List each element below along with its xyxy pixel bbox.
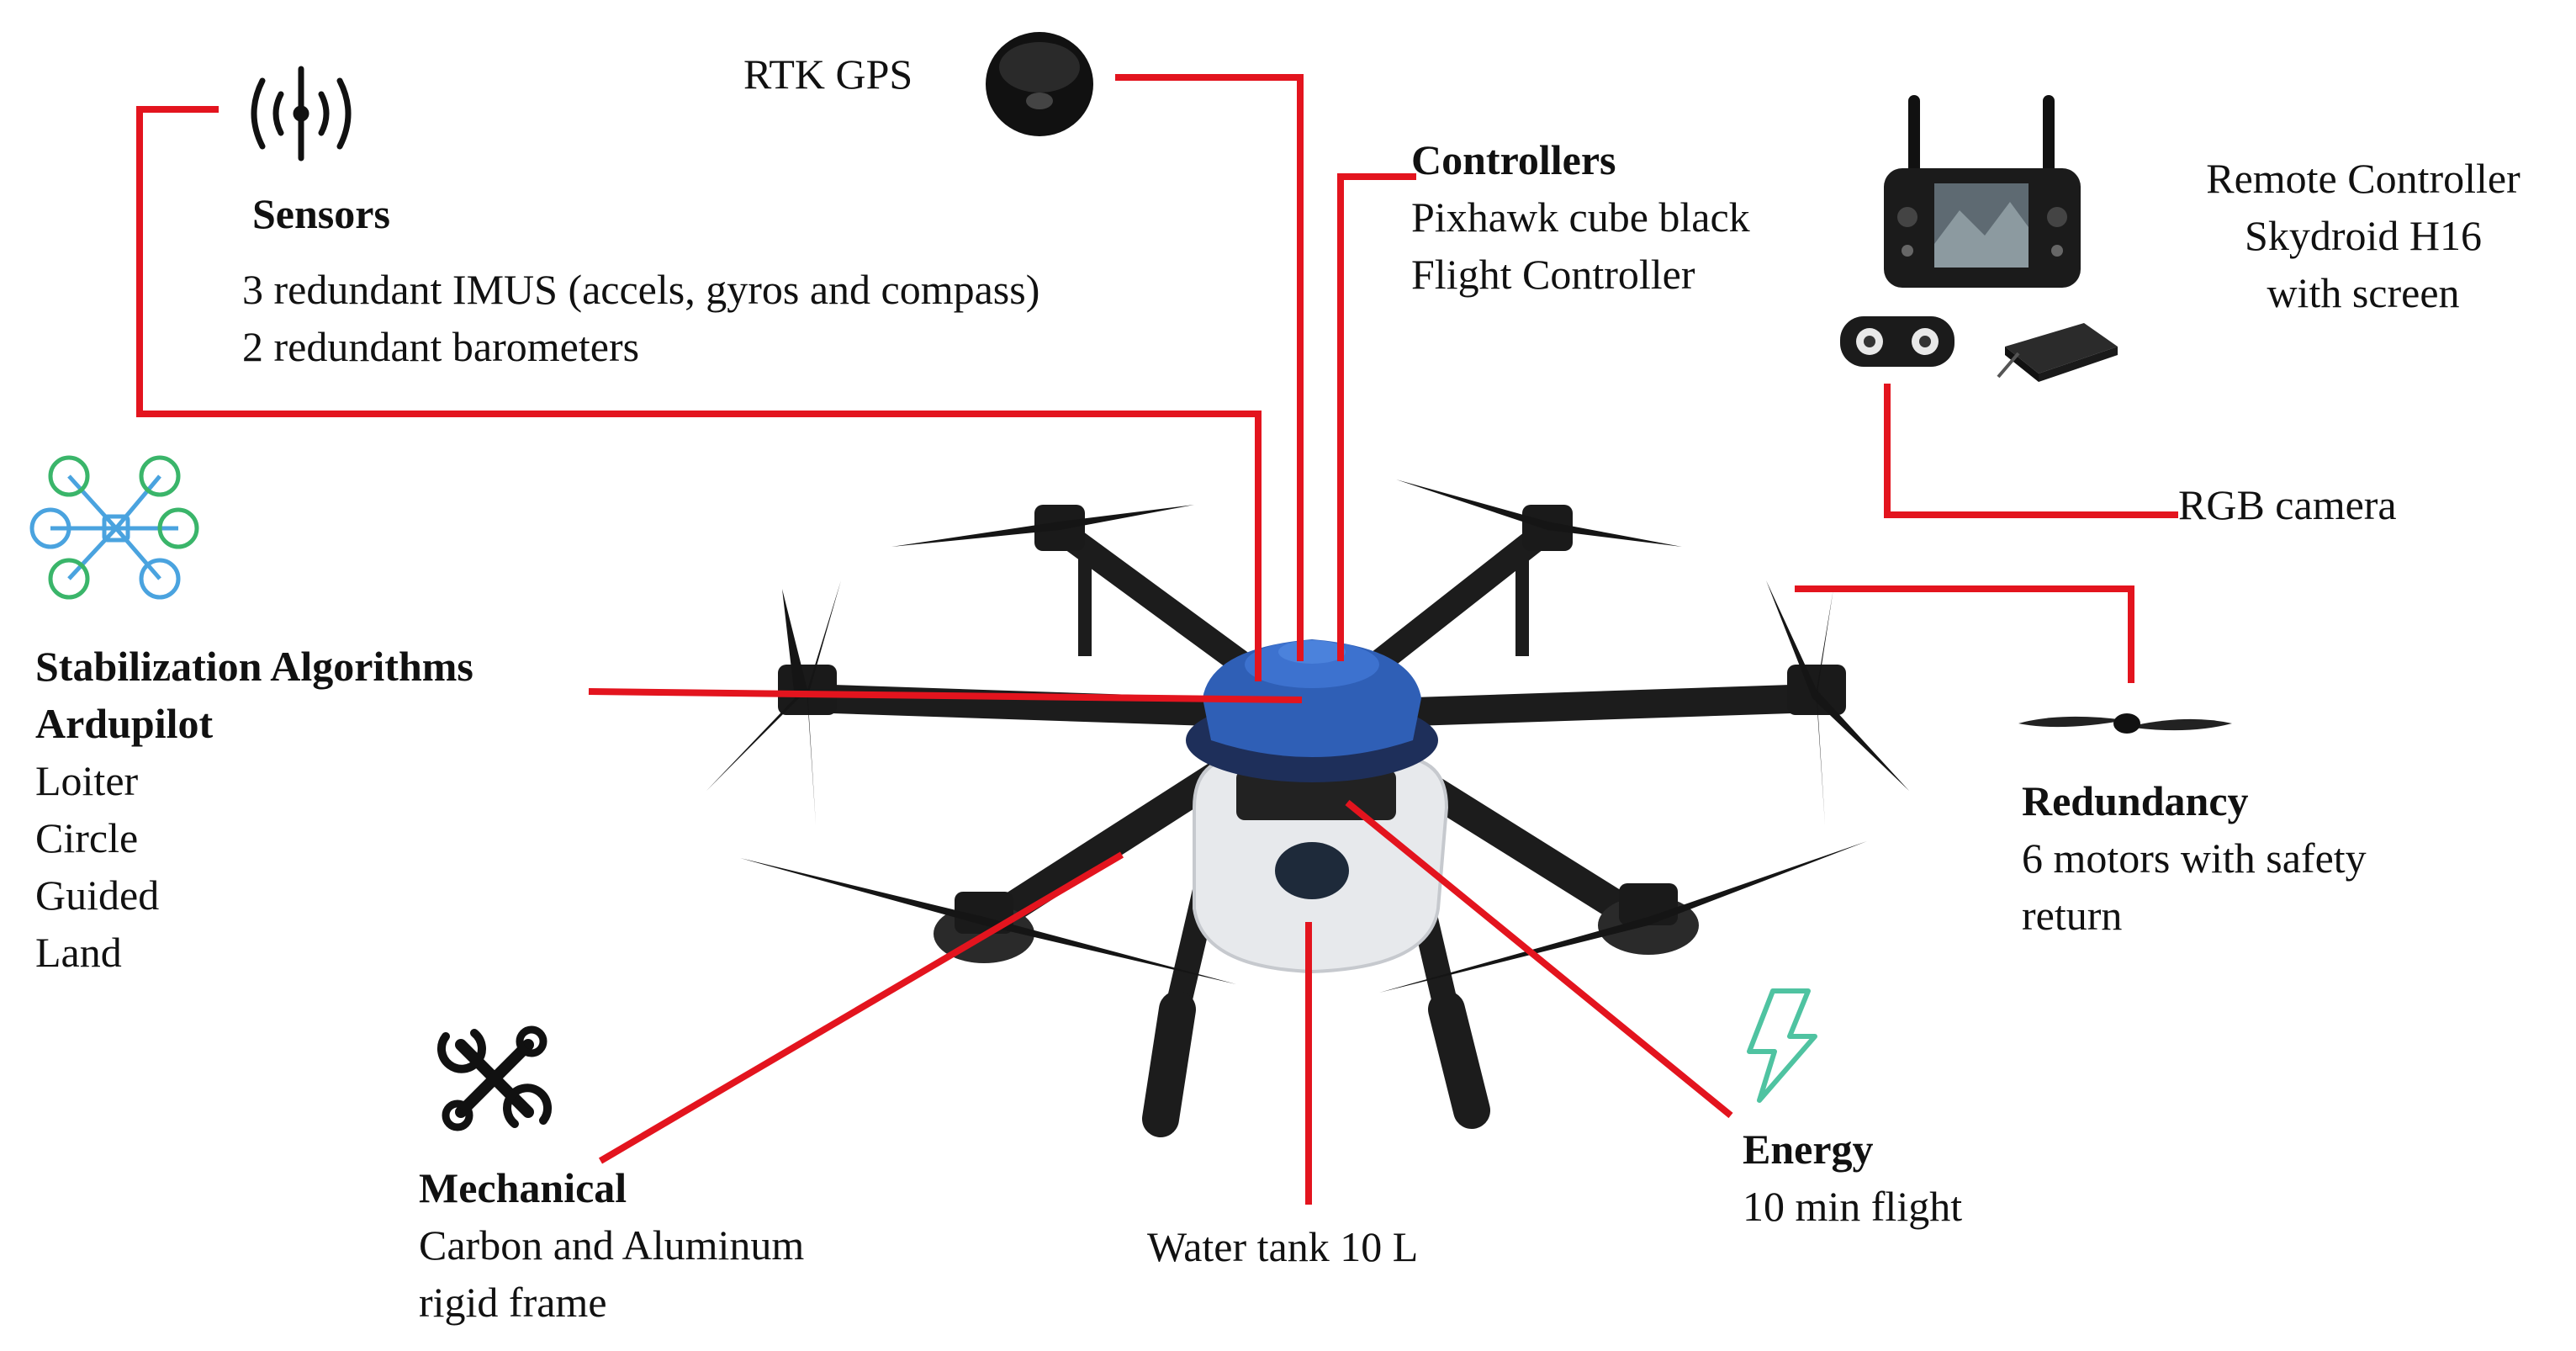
mechanical-line-2: rigid frame	[419, 1279, 607, 1326]
sensors-title: Sensors	[252, 190, 390, 237]
redundancy-label: Redundancy 6 motors with safety return	[2022, 772, 2367, 944]
mechanical-title: Mechanical	[419, 1164, 627, 1211]
remote-line-2: Skydroid H16	[2245, 212, 2482, 259]
motor-rear-right	[1396, 479, 1682, 656]
sensors-label: Sensors 3 redundant IMUS (accels, gyros …	[242, 185, 1039, 375]
mechanical-label: Mechanical Carbon and Aluminum rigid fra…	[419, 1159, 804, 1331]
connector-rtk-gps	[1115, 74, 1304, 661]
rtk-gps-label: RTK GPS	[743, 45, 912, 103]
redundancy-title: Redundancy	[2022, 777, 2249, 824]
connector-energy	[1345, 799, 1733, 1119]
motor-rear-left	[891, 505, 1194, 656]
sensors-line-2: 2 redundant barometers	[242, 323, 640, 370]
connector-controllers	[1337, 173, 1416, 661]
sensors-line-1: 3 redundant IMUS (accels, gyros and comp…	[242, 266, 1040, 313]
motor-right	[1766, 580, 1909, 824]
remote-line-3: with screen	[2267, 269, 2460, 316]
gps-puck-icon	[986, 32, 1093, 136]
controllers-label: Controllers Pixhawk cube black Flight Co…	[1411, 131, 1750, 303]
antenna-icon	[251, 66, 352, 162]
controllers-line-1: Pixhawk cube black	[1411, 193, 1750, 241]
water-tank-label: Water tank 10 L	[1147, 1218, 1418, 1275]
video-transmitter-icon	[1997, 323, 2118, 382]
remote-controller-label: Remote Controller Skydroid H16 with scre…	[2153, 150, 2573, 321]
rgb-camera-text: RGB camera	[2178, 481, 2397, 528]
controllers-line-2: Flight Controller	[1411, 251, 1695, 298]
remote-controller-icon	[1884, 95, 2081, 288]
propeller-icon	[2018, 713, 2232, 734]
hexacopter-layout-icon	[29, 455, 199, 600]
mode-land: Land	[35, 929, 122, 976]
stabilization-subtitle: Ardupilot	[35, 700, 214, 747]
motor-left	[706, 580, 841, 824]
redundancy-line-1: 6 motors with safety	[2022, 834, 2367, 882]
connector-redundancy	[1795, 585, 2134, 683]
motor-front-right	[1379, 841, 1867, 993]
redundancy-line-2: return	[2022, 892, 2123, 939]
mechanical-line-1: Carbon and Aluminum	[419, 1221, 805, 1269]
hexacopter-drone	[706, 479, 1909, 1137]
crossed-wrenches-icon	[436, 1025, 553, 1131]
energy-line-1: 10 min flight	[1743, 1183, 1963, 1230]
connector-sensors	[136, 106, 1262, 681]
connector-stabilization	[588, 688, 1303, 703]
mode-loiter: Loiter	[35, 757, 139, 804]
stabilization-title: Stabilization Algorithms	[35, 643, 473, 690]
controllers-title: Controllers	[1411, 136, 1616, 183]
energy-label: Energy 10 min flight	[1743, 1121, 1962, 1235]
water-tank	[1193, 755, 1449, 974]
connector-rgb-camera	[1884, 384, 2178, 518]
energy-title: Energy	[1743, 1126, 1874, 1173]
connector-mechanical	[598, 851, 1124, 1164]
rgb-camera-label: RGB camera	[2178, 476, 2397, 533]
lightning-icon	[1747, 988, 1817, 1103]
connector-lines	[136, 74, 2178, 1205]
motor-front-left	[740, 858, 1236, 984]
mode-guided: Guided	[35, 872, 160, 919]
remote-line-1: Remote Controller	[2206, 155, 2520, 202]
stabilization-label: Stabilization Algorithms Ardupilot Loite…	[35, 638, 473, 981]
stereo-camera-icon	[1840, 316, 1954, 367]
water-tank-text: Water tank 10 L	[1147, 1223, 1419, 1270]
rtk-gps-text: RTK GPS	[743, 50, 913, 98]
mode-circle: Circle	[35, 814, 139, 861]
